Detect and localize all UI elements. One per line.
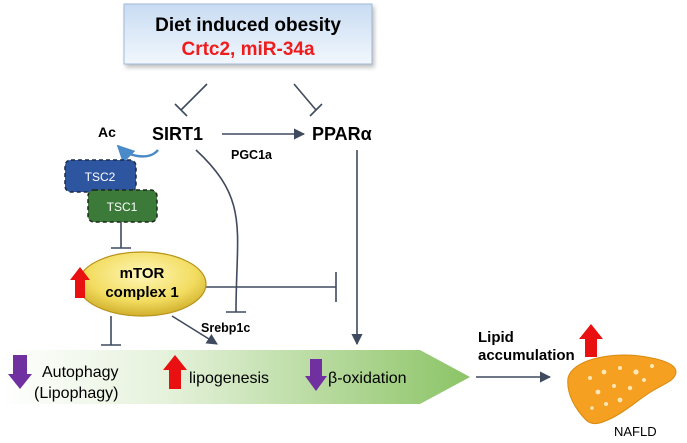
tsc2-label: TSC2 — [85, 170, 116, 184]
purple-down-arrow-icon — [305, 359, 327, 391]
purple-down-arrow-icon — [8, 355, 32, 389]
ppara-label: PPARα — [312, 124, 372, 144]
tsc-to-mtor-inhibition — [111, 222, 131, 249]
mtor-to-betaox-inhibition — [206, 272, 337, 302]
mtor-to-lipogenesis-arrow — [171, 315, 218, 345]
tsc1-label: TSC1 — [107, 200, 138, 214]
ac-label: Ac — [98, 124, 116, 140]
red-up-arrow-icon — [163, 355, 187, 389]
mtor-complex: mTOR complex 1 — [77, 251, 207, 317]
tsc2-box: TSC2 — [64, 159, 137, 193]
nafld-label: NAFLD — [614, 424, 657, 439]
sirt1-to-srebp1c-inhibition — [195, 149, 239, 313]
beta-oxidation-label: β-oxidation — [328, 370, 407, 387]
deacetylation-arrow — [116, 144, 159, 164]
pgc1a-label: PGC1a — [231, 148, 273, 162]
autophagy-label: Autophagy — [42, 364, 119, 381]
lipid-label-line1: Lipid — [478, 329, 514, 346]
tsc1-box: TSC1 — [87, 189, 158, 223]
title-inhibitions — [174, 83, 323, 117]
mtor-label-line1: mTOR — [120, 265, 165, 282]
lipid-label-line2: accumulation — [478, 347, 575, 364]
title-box: Diet induced obesity Crtc2, miR-34a — [123, 3, 373, 65]
title-line2: Crtc2, miR-34a — [181, 39, 314, 60]
lipogenesis-label: lipogenesis — [189, 370, 269, 387]
red-up-arrow-icon — [579, 324, 603, 357]
lipophagy-label: (Lipophagy) — [34, 385, 119, 402]
red-up-arrow-icon — [70, 267, 90, 298]
process-band — [0, 350, 470, 404]
liver-icon — [567, 354, 677, 425]
mtor-to-autophagy-inhibition — [101, 316, 121, 346]
mtor-label-line2: complex 1 — [105, 284, 178, 301]
srebp1c-label: Srebp1c — [201, 321, 250, 335]
sirt1-label: SIRT1 — [152, 124, 203, 144]
title-line1: Diet induced obesity — [155, 15, 341, 36]
